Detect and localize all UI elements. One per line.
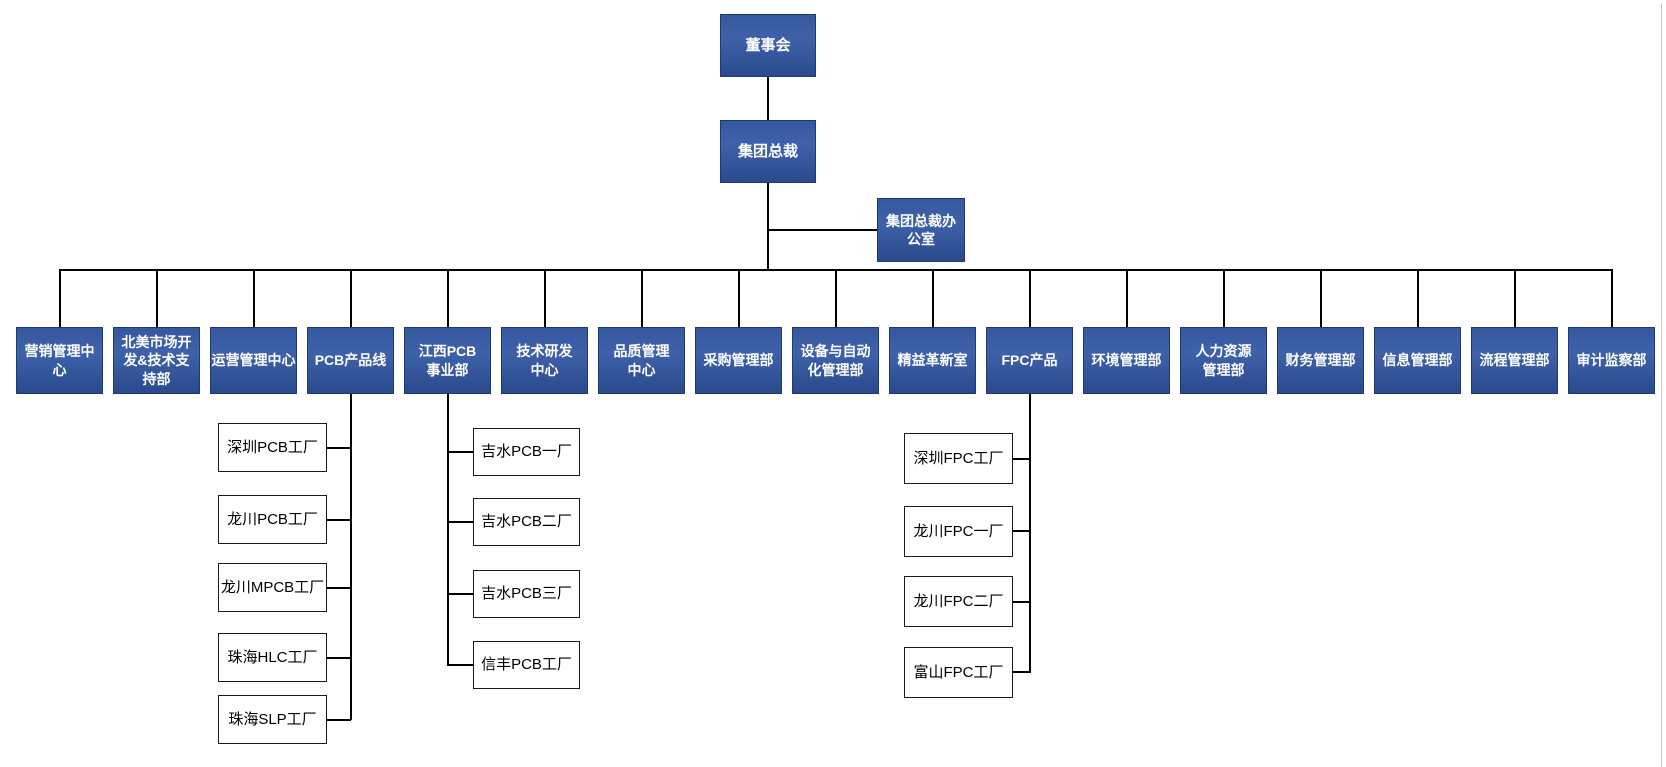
connector-drop-6 (544, 269, 546, 327)
connector-drop-14 (1320, 269, 1322, 327)
connector-drop-9 (835, 269, 837, 327)
dept-environment[interactable]: 环境管理部 (1083, 327, 1170, 394)
factory-longchuan-mpcb[interactable]: 龙川MPCB工厂 (218, 563, 327, 612)
factory-shenzhen-fpc[interactable]: 深圳FPC工厂 (904, 433, 1013, 484)
dept-north-america-market[interactable]: 北美市场开 发&技术支 持部 (113, 327, 200, 394)
connector-pcb-factory-3 (327, 587, 351, 589)
dept-marketing-center[interactable]: 营销管理中 心 (16, 327, 103, 394)
org-node-president-office[interactable]: 集团总裁办 公室 (877, 198, 965, 262)
connector-drop-7 (641, 269, 643, 327)
connector-pcb-factory-5 (327, 719, 351, 721)
dept-fpc-product[interactable]: FPC产品 (986, 327, 1073, 394)
connector-fpc-factory-1 (1013, 458, 1030, 460)
connector-drop-2 (156, 269, 158, 327)
connector-fpc-factory-3 (1013, 601, 1030, 603)
dept-equipment-automation[interactable]: 设备与自动 化管理部 (792, 327, 879, 394)
connector-drop-17 (1611, 269, 1613, 327)
connector-drop-10 (932, 269, 934, 327)
connector-jiangxi-factory-1 (447, 451, 473, 453)
factory-longchuan-fpc-2[interactable]: 龙川FPC二厂 (904, 576, 1013, 627)
dept-information[interactable]: 信息管理部 (1374, 327, 1461, 394)
dept-quality-center[interactable]: 品质管理 中心 (598, 327, 685, 394)
connector-drop-3 (253, 269, 255, 327)
org-node-board[interactable]: 董事会 (720, 14, 816, 77)
factory-fushan-fpc[interactable]: 富山FPC工厂 (904, 647, 1013, 698)
canvas-right-edge (1661, 4, 1662, 767)
connector-pcb-factory-4 (327, 657, 351, 659)
connector-jiangxi-factory-4 (447, 664, 473, 666)
dept-tech-rd-center[interactable]: 技术研发 中心 (501, 327, 588, 394)
factory-jishui-pcb-1[interactable]: 吉水PCB一厂 (473, 428, 580, 476)
factory-jishui-pcb-2[interactable]: 吉水PCB二厂 (473, 498, 580, 546)
dept-pcb-product-line[interactable]: PCB产品线 (307, 327, 394, 394)
connector-fpc-spine (1029, 394, 1031, 673)
connector-pcb-factory-2 (327, 519, 351, 521)
connector-pcb-factory-1 (327, 447, 351, 449)
connector-president-office (767, 229, 877, 231)
factory-jishui-pcb-3[interactable]: 吉水PCB三厂 (473, 570, 580, 618)
factory-xinfeng-pcb[interactable]: 信丰PCB工厂 (473, 641, 580, 689)
connector-president-bus (767, 183, 769, 269)
connector-board-president (767, 77, 769, 120)
dept-audit-supervision[interactable]: 审计监察部 (1568, 327, 1655, 394)
connector-jiangxi-spine (447, 394, 449, 665)
connector-drop-13 (1223, 269, 1225, 327)
connector-drop-11 (1029, 269, 1031, 327)
factory-shenzhen-pcb[interactable]: 深圳PCB工厂 (218, 423, 327, 472)
dept-process[interactable]: 流程管理部 (1471, 327, 1558, 394)
connector-jiangxi-factory-3 (447, 593, 473, 595)
connector-fpc-factory-2 (1013, 530, 1030, 532)
connector-jiangxi-factory-2 (447, 521, 473, 523)
connector-drop-12 (1126, 269, 1128, 327)
connector-drop-5 (447, 269, 449, 327)
dept-procurement[interactable]: 采购管理部 (695, 327, 782, 394)
factory-zhuhai-hlc[interactable]: 珠海HLC工厂 (218, 633, 327, 682)
dept-human-resources[interactable]: 人力资源 管理部 (1180, 327, 1267, 394)
factory-longchuan-pcb[interactable]: 龙川PCB工厂 (218, 495, 327, 544)
connector-pcb-spine (350, 394, 352, 720)
dept-finance[interactable]: 财务管理部 (1277, 327, 1364, 394)
connector-drop-16 (1514, 269, 1516, 327)
connector-drop-1 (59, 269, 61, 327)
factory-zhuhai-slp[interactable]: 珠海SLP工厂 (218, 695, 327, 744)
dept-jiangxi-pcb-division[interactable]: 江西PCB 事业部 (404, 327, 491, 394)
connector-drop-4 (350, 269, 352, 327)
dept-lean-innovation[interactable]: 精益革新室 (889, 327, 976, 394)
connector-drop-8 (738, 269, 740, 327)
dept-operations-center[interactable]: 运营管理中心 (210, 327, 297, 394)
connector-drop-15 (1417, 269, 1419, 327)
org-node-president[interactable]: 集团总裁 (720, 120, 816, 183)
connector-fpc-factory-4 (1013, 671, 1030, 673)
factory-longchuan-fpc-1[interactable]: 龙川FPC一厂 (904, 506, 1013, 557)
